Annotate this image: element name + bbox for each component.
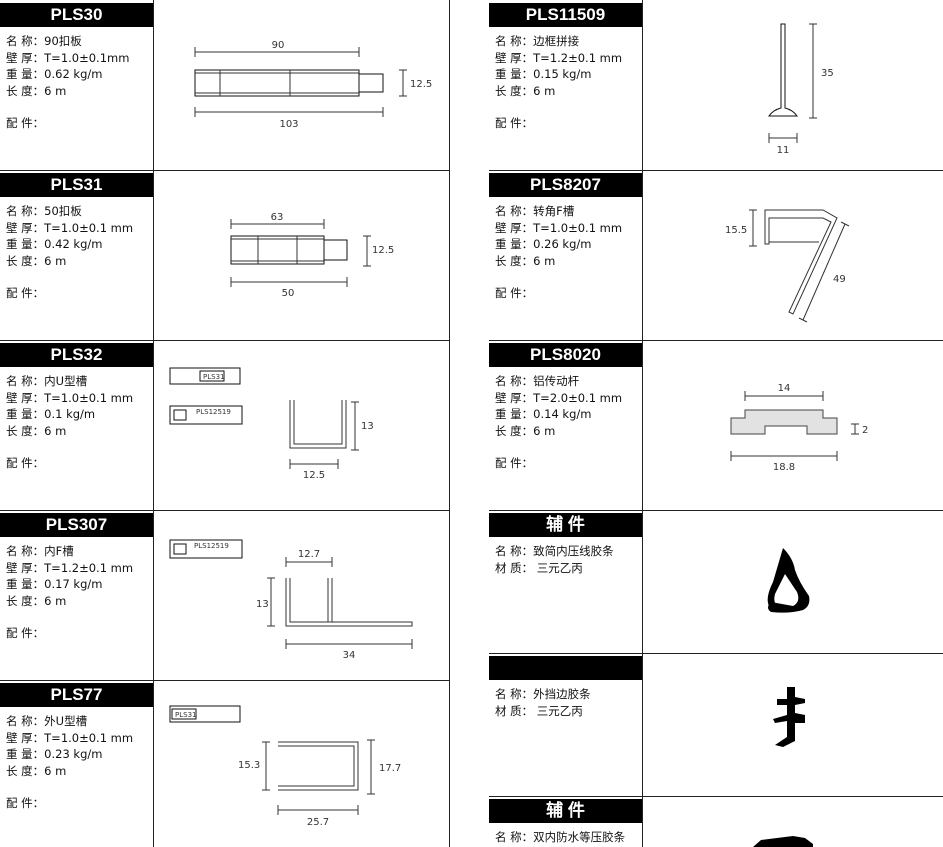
spec-list: 名 称：外挡边胶条 材 质： 三元乙丙: [495, 687, 591, 718]
svg-text:PLS31: PLS31: [203, 373, 224, 381]
spec-list: 名 称：铝传动杆 壁 厚：T=2.0±0.1 mm 重 量：0.14 kg/m …: [495, 374, 623, 471]
product-code: PLS32: [0, 343, 153, 367]
product-card-pls31: PLS31 名 称：50扣板 壁 厚：T=1.0±0.1 mm 重 量：0.42…: [0, 170, 450, 341]
product-code: PLS8020: [489, 343, 642, 367]
svg-text:34: 34: [343, 650, 356, 661]
spec-list: 名 称：致简内压线胶条 材 质： 三元乙丙: [495, 544, 614, 575]
spec-list: 名 称：转角F槽 壁 厚：T=1.0±0.1 mm 重 量：0.26 kg/m …: [495, 204, 623, 301]
accessory-card-2: 名 称：外挡边胶条 材 质： 三元乙丙: [489, 653, 943, 797]
svg-text:103: 103: [279, 119, 298, 130]
svg-text:63: 63: [271, 212, 284, 223]
svg-text:12.5: 12.5: [303, 470, 325, 481]
product-code: PLS8207: [489, 173, 642, 197]
accessory-card-3: 辅 件 名 称：双内防水等压胶条: [489, 796, 943, 847]
profile-drawing: 15.5 49: [642, 170, 943, 340]
product-code: PLS77: [0, 683, 153, 707]
svg-text:17.7: 17.7: [379, 763, 401, 774]
accessory-header: [489, 656, 642, 680]
product-card-pls8207: PLS8207 名 称：转角F槽 壁 厚：T=1.0±0.1 mm 重 量：0.…: [489, 170, 943, 341]
profile-drawing: 35 11: [642, 0, 943, 170]
accessory-header: 辅 件: [489, 513, 642, 537]
svg-text:14: 14: [778, 383, 791, 394]
product-card-pls11509: PLS11509 名 称：边框拼接 壁 厚：T=1.2±0.1 mm 重 量：0…: [489, 0, 943, 171]
svg-text:2: 2: [862, 425, 868, 436]
svg-text:49: 49: [833, 274, 846, 285]
profile-drawing: 14 2 18.8: [642, 340, 943, 510]
profile-drawing: PLS31 PLS12519 13 12.5: [153, 340, 450, 510]
product-code: PLS307: [0, 513, 153, 537]
seal-strip-drawing: [642, 510, 943, 653]
spec-list: 名 称：边框拼接 壁 厚：T=1.2±0.1 mm 重 量：0.15 kg/m …: [495, 34, 623, 131]
seal-strip-drawing: [642, 796, 943, 847]
spec-list: 名 称：外U型槽 壁 厚：T=1.0±0.1 mm 重 量：0.23 kg/m …: [6, 714, 134, 811]
product-card-pls307: PLS307 名 称：内F槽 壁 厚：T=1.2±0.1 mm 重 量：0.17…: [0, 510, 450, 681]
svg-text:12.5: 12.5: [410, 79, 432, 90]
seal-strip-drawing: [642, 653, 943, 796]
svg-text:50: 50: [282, 288, 295, 299]
accessory-card-1: 辅 件 名 称：致简内压线胶条 材 质： 三元乙丙: [489, 510, 943, 654]
spec-list: 名 称：90扣板 壁 厚：T=1.0±0.1mm 重 量：0.62 kg/m 长…: [6, 34, 130, 131]
svg-text:PLS31: PLS31: [175, 711, 196, 719]
svg-text:PLS12519: PLS12519: [196, 408, 231, 416]
product-code: PLS31: [0, 173, 153, 197]
svg-text:25.7: 25.7: [307, 817, 329, 828]
svg-text:11: 11: [777, 145, 790, 156]
profile-drawing: PLS31 15.3 17.7 25.7: [153, 680, 450, 847]
product-card-pls8020: PLS8020 名 称：铝传动杆 壁 厚：T=2.0±0.1 mm 重 量：0.…: [489, 340, 943, 511]
svg-text:PLS12519: PLS12519: [194, 542, 229, 550]
svg-text:35: 35: [821, 68, 834, 79]
svg-text:15.3: 15.3: [238, 760, 260, 771]
svg-text:15.5: 15.5: [725, 225, 747, 236]
spec-list: 名 称：内U型槽 壁 厚：T=1.0±0.1 mm 重 量：0.1 kg/m 长…: [6, 374, 134, 471]
spec-list: 名 称：50扣板 壁 厚：T=1.0±0.1 mm 重 量：0.42 kg/m …: [6, 204, 134, 301]
profile-drawing: PLS12519 12.7 13 34: [153, 510, 450, 680]
svg-text:13: 13: [256, 599, 269, 610]
profile-drawing: 90 12.5 103: [153, 0, 450, 170]
product-card-pls32: PLS32 名 称：内U型槽 壁 厚：T=1.0±0.1 mm 重 量：0.1 …: [0, 340, 450, 511]
spec-list: 名 称：内F槽 壁 厚：T=1.2±0.1 mm 重 量：0.17 kg/m 长…: [6, 544, 134, 641]
svg-text:12.5: 12.5: [372, 245, 394, 256]
spec-list: 名 称：双内防水等压胶条: [495, 830, 626, 844]
svg-text:90: 90: [272, 40, 285, 51]
product-card-pls77: PLS77 名 称：外U型槽 壁 厚：T=1.0±0.1 mm 重 量：0.23…: [0, 680, 450, 847]
svg-text:13: 13: [361, 421, 374, 432]
svg-text:18.8: 18.8: [773, 462, 795, 473]
accessory-header: 辅 件: [489, 799, 642, 823]
product-code: PLS11509: [489, 3, 642, 27]
svg-text:12.7: 12.7: [298, 549, 320, 560]
profile-drawing: 63 12.5 50: [153, 170, 450, 340]
product-card-pls30: PLS30 名 称：90扣板 壁 厚：T=1.0±0.1mm 重 量：0.62 …: [0, 0, 450, 171]
product-code: PLS30: [0, 3, 153, 27]
